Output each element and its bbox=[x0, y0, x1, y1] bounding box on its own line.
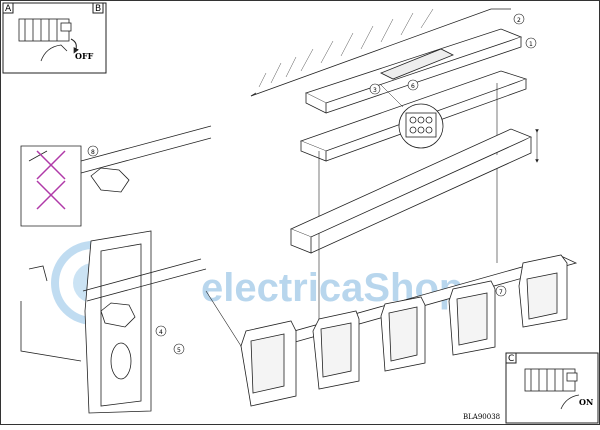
panel-a-label: OFF bbox=[75, 51, 94, 61]
step-1: 1 bbox=[529, 41, 533, 48]
breaker-block-icon bbox=[524, 368, 578, 392]
panel-c-letter: C bbox=[508, 354, 514, 364]
panel-b-letter: B bbox=[95, 4, 101, 14]
step-3: 3 bbox=[373, 87, 377, 94]
panel-b-marker: B bbox=[92, 2, 104, 14]
led-frames bbox=[240, 254, 568, 407]
left-detail-panel bbox=[20, 125, 242, 414]
led-frame-5 bbox=[518, 254, 568, 328]
drawing-code: BLA90038 bbox=[463, 413, 500, 421]
terminal-block-detail bbox=[380, 84, 444, 149]
step-6: 6 bbox=[411, 83, 415, 90]
led-frame-1 bbox=[240, 320, 297, 407]
led-frame-3 bbox=[380, 296, 426, 372]
suspension-wires bbox=[318, 83, 498, 329]
step-5: 5 bbox=[177, 347, 181, 354]
step-8: 8 bbox=[91, 149, 95, 156]
step-4: 4 bbox=[159, 329, 163, 336]
hand-icon bbox=[40, 44, 68, 62]
step-2: 2 bbox=[517, 17, 521, 24]
panel-a-letter: A bbox=[5, 4, 12, 14]
hand-icon bbox=[560, 394, 580, 410]
panel-c-switch-on: C ON bbox=[505, 352, 599, 424]
panel-c-label: ON bbox=[579, 397, 593, 407]
step-7: 7 bbox=[499, 289, 503, 296]
led-frame-2 bbox=[312, 310, 360, 390]
panel-a-switch-off: A OFF bbox=[2, 2, 107, 74]
led-frame-4 bbox=[448, 280, 496, 356]
ceiling-surface bbox=[250, 8, 511, 97]
breaker-block-icon bbox=[18, 18, 72, 42]
lamp-bar bbox=[289, 128, 533, 254]
